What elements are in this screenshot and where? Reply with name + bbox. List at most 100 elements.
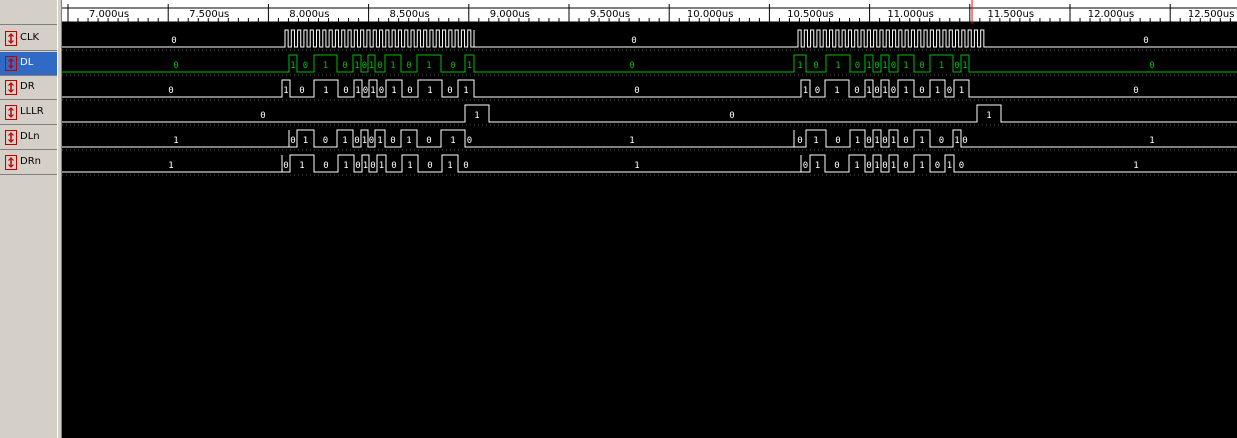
bit-value-label: 0 <box>919 86 924 96</box>
bit-value-label: 1 <box>891 161 896 171</box>
bit-value-label: 0 <box>283 161 288 171</box>
bit-value-label: 0 <box>874 61 879 71</box>
bit-value-label: 1 <box>891 136 896 146</box>
interval-value-label: 0 <box>173 61 178 71</box>
time-tick-label: 8.500us <box>390 9 430 20</box>
signal-row-dr[interactable]: DR <box>0 76 57 101</box>
signal-waveform-dl <box>62 54 1237 73</box>
bit-value-label: 1 <box>797 61 802 71</box>
bit-value-label: 0 <box>370 161 375 171</box>
signal-name-label: CLK <box>20 32 40 43</box>
bit-value-label: 1 <box>903 61 908 71</box>
bit-value-label: 1 <box>874 161 879 171</box>
bit-value-label: 1 <box>882 61 887 71</box>
interval-value-label: 0 <box>260 111 265 121</box>
interval-value-label: 0 <box>629 61 634 71</box>
bit-value-label: 0 <box>874 86 879 96</box>
bit-value-label: 1 <box>290 61 295 71</box>
bit-value-label: 1 <box>866 61 871 71</box>
bit-value-label: 1 <box>874 136 879 146</box>
signal-row-lllr[interactable]: LLLR <box>0 101 57 126</box>
time-tick-label: 9.000us <box>490 9 530 20</box>
bit-value-label: 0 <box>303 61 308 71</box>
bit-value-label: 0 <box>854 86 859 96</box>
bit-value-label: 0 <box>919 61 924 71</box>
signal-row-drn[interactable]: DRn <box>0 151 57 175</box>
bit-value-label: 0 <box>903 136 908 146</box>
time-tick-label: 10.500us <box>787 9 834 20</box>
bit-value-label: 1 <box>474 111 479 121</box>
signal-waveform-lllr <box>62 104 1237 123</box>
bit-value-label: 1 <box>959 86 964 96</box>
bit-value-label: 1 <box>813 136 818 146</box>
bit-value-label: 0 <box>427 161 432 171</box>
signal-arrow-icon <box>5 154 17 170</box>
bit-value-label: 0 <box>447 86 452 96</box>
bit-value-label: 1 <box>962 61 967 71</box>
signal-arrow-icon <box>5 55 17 71</box>
signal-row-dln[interactable]: DLn <box>0 126 57 150</box>
bit-value-label: 1 <box>390 61 395 71</box>
bit-value-label: 1 <box>854 161 859 171</box>
bit-value-label: 0 <box>855 61 860 71</box>
signal-row-clk[interactable]: CLK <box>0 27 57 51</box>
bit-value-label: 0 <box>834 161 839 171</box>
bit-value-label: 0 <box>391 161 396 171</box>
bit-value-label: 1 <box>467 61 472 71</box>
bit-value-label: 1 <box>363 161 368 171</box>
signal-waveform-drn <box>62 154 1237 173</box>
bit-value-label: 1 <box>355 86 360 96</box>
interval-value-label: 0 <box>631 36 636 46</box>
bit-value-label: 0 <box>882 161 887 171</box>
interval-value-label: 0 <box>1133 86 1138 96</box>
signal-row-dl[interactable]: DL <box>0 51 57 76</box>
bit-value-label: 0 <box>835 136 840 146</box>
bit-value-label: 0 <box>323 136 328 146</box>
time-tick-label: 11.500us <box>988 9 1035 20</box>
bit-value-label: 1 <box>391 86 396 96</box>
bit-value-label: 0 <box>939 136 944 146</box>
signal-arrow-icon <box>5 31 17 46</box>
bit-value-label: 0 <box>882 136 887 146</box>
bit-value-label: 1 <box>834 86 839 96</box>
bit-value-label: 0 <box>407 86 412 96</box>
signal-arrow-icon <box>5 80 17 96</box>
interval-value-label: 0 <box>729 111 734 121</box>
bit-value-label: 1 <box>354 61 359 71</box>
bit-value-label: 0 <box>891 86 896 96</box>
time-tick-label: 10.000us <box>687 9 734 20</box>
bit-value-label: 1 <box>447 161 452 171</box>
bit-value-label: 1 <box>954 136 959 146</box>
bit-value-label: 0 <box>299 86 304 96</box>
panel-splitter[interactable] <box>57 0 62 438</box>
bit-value-label: 0 <box>323 161 328 171</box>
bit-value-label: 1 <box>426 61 431 71</box>
signal-waveform-dln <box>62 129 1237 148</box>
bit-value-label: 1 <box>406 136 411 146</box>
time-tick-label: 12.000us <box>1088 9 1135 20</box>
bit-value-label: 1 <box>450 136 455 146</box>
bit-value-label: 0 <box>363 86 368 96</box>
bit-value-label: 1 <box>463 86 468 96</box>
bit-value-label: 0 <box>450 61 455 71</box>
time-tick-label: 8.000us <box>289 9 329 20</box>
clk-waveform <box>62 29 1237 48</box>
bit-value-label: 0 <box>954 61 959 71</box>
interval-value-label: 0 <box>171 36 176 46</box>
bit-value-label: 1 <box>935 86 940 96</box>
bit-value-label: 1 <box>379 161 384 171</box>
bit-value-label: 0 <box>406 61 411 71</box>
interval-value-label: 1 <box>629 136 634 146</box>
bit-value-label: 0 <box>379 86 384 96</box>
bit-value-label: 0 <box>467 136 472 146</box>
signal-name-label: DLn <box>20 130 40 142</box>
bit-value-label: 0 <box>803 161 808 171</box>
bit-value-label: 0 <box>354 136 359 146</box>
bit-value-label: 1 <box>866 86 871 96</box>
bit-value-label: 0 <box>369 136 374 146</box>
time-tick-label: 11.000us <box>887 9 934 20</box>
bit-value-label: 0 <box>813 61 818 71</box>
interval-value-label: 0 <box>1149 61 1154 71</box>
bit-value-label: 0 <box>362 61 367 71</box>
